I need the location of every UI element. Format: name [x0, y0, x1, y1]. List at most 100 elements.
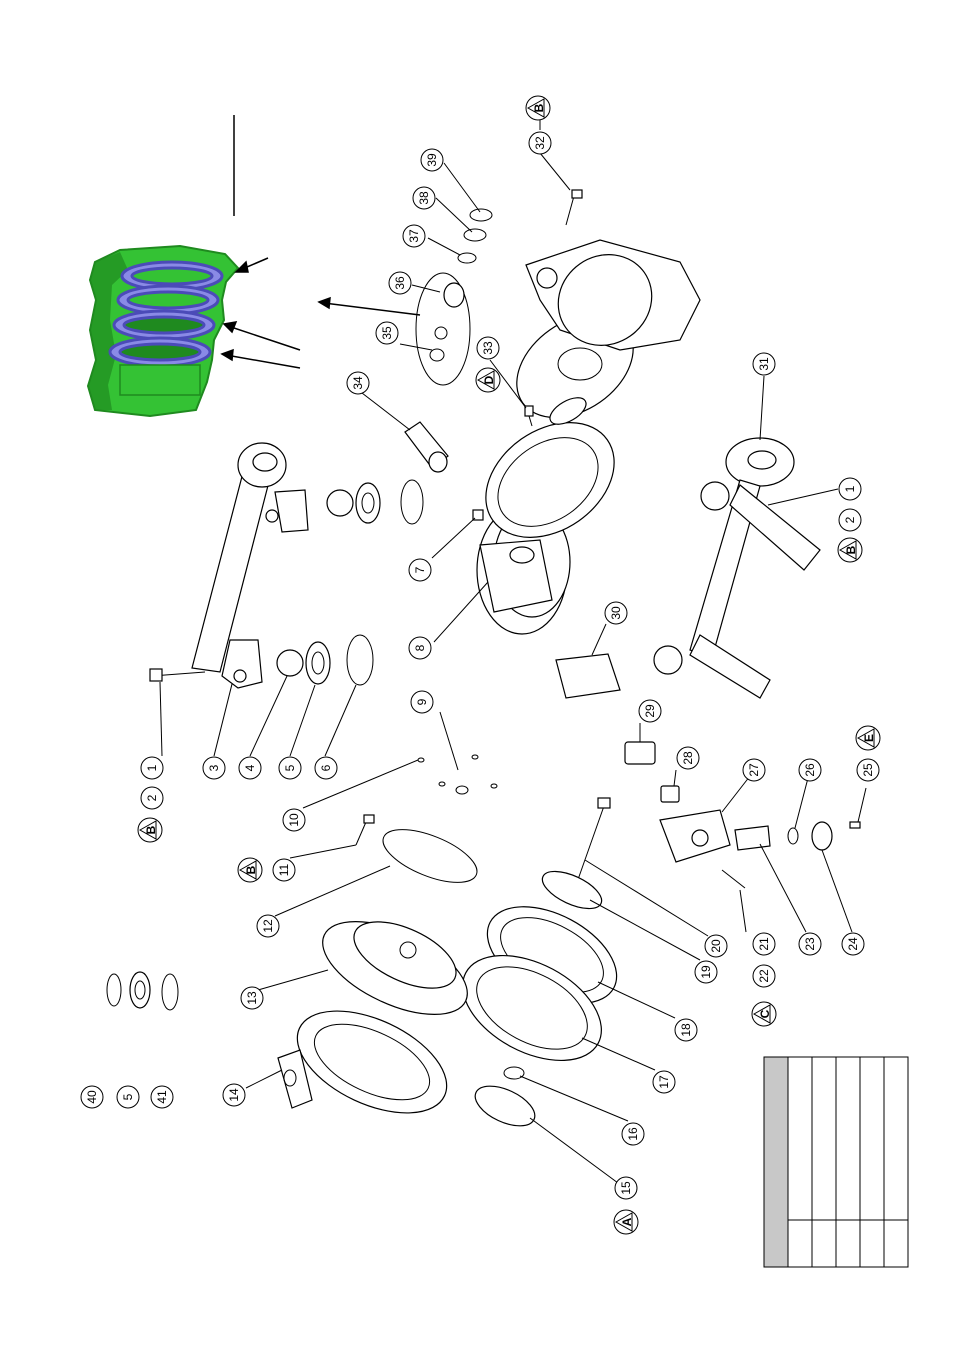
callout-2: 2	[140, 786, 164, 810]
part-detail-ellipse	[415, 272, 471, 386]
part-bolt-pattern	[417, 754, 498, 795]
seal-housing-shadow	[88, 252, 128, 410]
svg-text:33: 33	[481, 341, 495, 355]
svg-text:26: 26	[803, 763, 817, 777]
table-header-column	[763, 1056, 789, 1268]
svg-text:30: 30	[609, 606, 623, 620]
svg-text:2: 2	[275, 686, 289, 693]
callout-11: 11	[272, 858, 296, 882]
callout-37: 37	[402, 224, 426, 248]
callout-5-lower: 5	[116, 1085, 140, 1109]
svg-text:5: 5	[283, 764, 297, 771]
svg-text:11: 11	[277, 863, 291, 876]
callout-17: 17	[652, 1070, 676, 1094]
svg-text:6: 6	[319, 764, 333, 771]
svg-text:35: 35	[380, 326, 394, 340]
callout-22: 22	[752, 964, 776, 988]
callout-10: 10	[282, 808, 306, 832]
callout-41: 41	[150, 1085, 174, 1109]
svg-text:24: 24	[846, 937, 860, 951]
ref-b-3: B	[525, 95, 551, 121]
svg-text:25: 25	[861, 763, 875, 777]
callout-30: 30	[604, 601, 628, 625]
svg-text:B: B	[144, 825, 158, 834]
callout-23: 23	[798, 932, 822, 956]
callout-3: 3	[202, 756, 226, 780]
part-manifold-bottom	[653, 437, 821, 699]
svg-text:3: 3	[207, 764, 221, 771]
ref-e: E	[855, 725, 881, 751]
svg-text:18: 18	[679, 1023, 693, 1037]
svg-text:4: 4	[243, 764, 257, 771]
callout-6: 6	[314, 756, 338, 780]
callout-12: 12	[256, 914, 280, 938]
part-outer-chamber	[485, 422, 615, 538]
callout-33: 33	[476, 336, 500, 360]
reference-markers: B B B B D A C E	[137, 95, 881, 1235]
callout-31: 31	[752, 352, 776, 376]
callout-19: 19	[694, 960, 718, 984]
callout-8: 8	[408, 636, 432, 660]
callout-32: 32	[528, 131, 552, 155]
svg-text:A: A	[620, 1217, 634, 1226]
callout-1: 1	[140, 756, 164, 780]
svg-text:40: 40	[85, 1090, 99, 1104]
ref-c: C	[751, 1001, 777, 1027]
callout-13: 13	[240, 986, 264, 1010]
callout-20: 20	[704, 934, 728, 958]
svg-text:5: 5	[121, 1093, 135, 1100]
svg-text:21: 21	[757, 937, 771, 951]
callout-29: 29	[638, 699, 662, 723]
callout-5: 5	[278, 756, 302, 780]
svg-text:B: B	[844, 545, 858, 554]
part-liquid-chamber	[277, 1010, 448, 1114]
svg-text:15: 15	[619, 1181, 633, 1195]
callout-9: 9	[410, 690, 434, 714]
callout-2-right: 2	[838, 508, 862, 532]
callout-7: 7	[408, 558, 432, 582]
svg-text:32: 32	[533, 136, 547, 150]
svg-text:22: 22	[757, 969, 771, 983]
callout-21: 21	[752, 932, 776, 956]
callout-24: 24	[841, 932, 865, 956]
svg-text:31: 31	[757, 357, 771, 371]
callout-1-right: 1	[838, 477, 862, 501]
svg-text:36: 36	[393, 276, 407, 290]
callout-28: 28	[676, 746, 700, 770]
svg-text:20: 20	[709, 939, 723, 953]
svg-text:13: 13	[245, 991, 259, 1005]
svg-text:2: 2	[145, 794, 159, 801]
callout-25: 25	[856, 758, 880, 782]
svg-text:1: 1	[145, 764, 159, 771]
svg-text:19: 19	[699, 965, 713, 979]
callout-35: 35	[375, 321, 399, 345]
svg-text:B: B	[244, 865, 258, 874]
callout-34: 34	[346, 371, 370, 395]
callout-40: 40	[80, 1085, 104, 1109]
ref-a: A	[613, 1209, 639, 1235]
svg-text:27: 27	[747, 763, 761, 777]
svg-text:C: C	[758, 1009, 772, 1018]
part-end-cap-right	[525, 239, 701, 351]
svg-text:23: 23	[803, 937, 817, 951]
part-seat	[305, 641, 331, 685]
callout-39: 39	[420, 148, 444, 172]
svg-text:28: 28	[681, 751, 695, 765]
parts-table	[763, 1056, 909, 1268]
svg-text:2: 2	[843, 516, 857, 523]
svg-text:7: 7	[413, 566, 427, 573]
part-diaphragm-plate	[541, 870, 603, 910]
callout-4: 4	[238, 756, 262, 780]
parts-line-art	[106, 189, 861, 1127]
svg-text:14: 14	[227, 1088, 241, 1102]
svg-text:10: 10	[287, 813, 301, 827]
ref-d: D	[475, 367, 501, 393]
part-manifold-top	[191, 442, 309, 689]
svg-text:37: 37	[407, 229, 421, 243]
callouts: 1 2 3 4 5 6 7 8 9 10 11 12 13 14 15 16 1…	[80, 131, 880, 1200]
svg-text:38: 38	[417, 191, 431, 205]
svg-text:E: E	[862, 734, 876, 742]
part-o-ring	[346, 634, 374, 686]
svg-text:D: D	[482, 375, 496, 384]
seal-housing-illustration	[86, 244, 240, 418]
